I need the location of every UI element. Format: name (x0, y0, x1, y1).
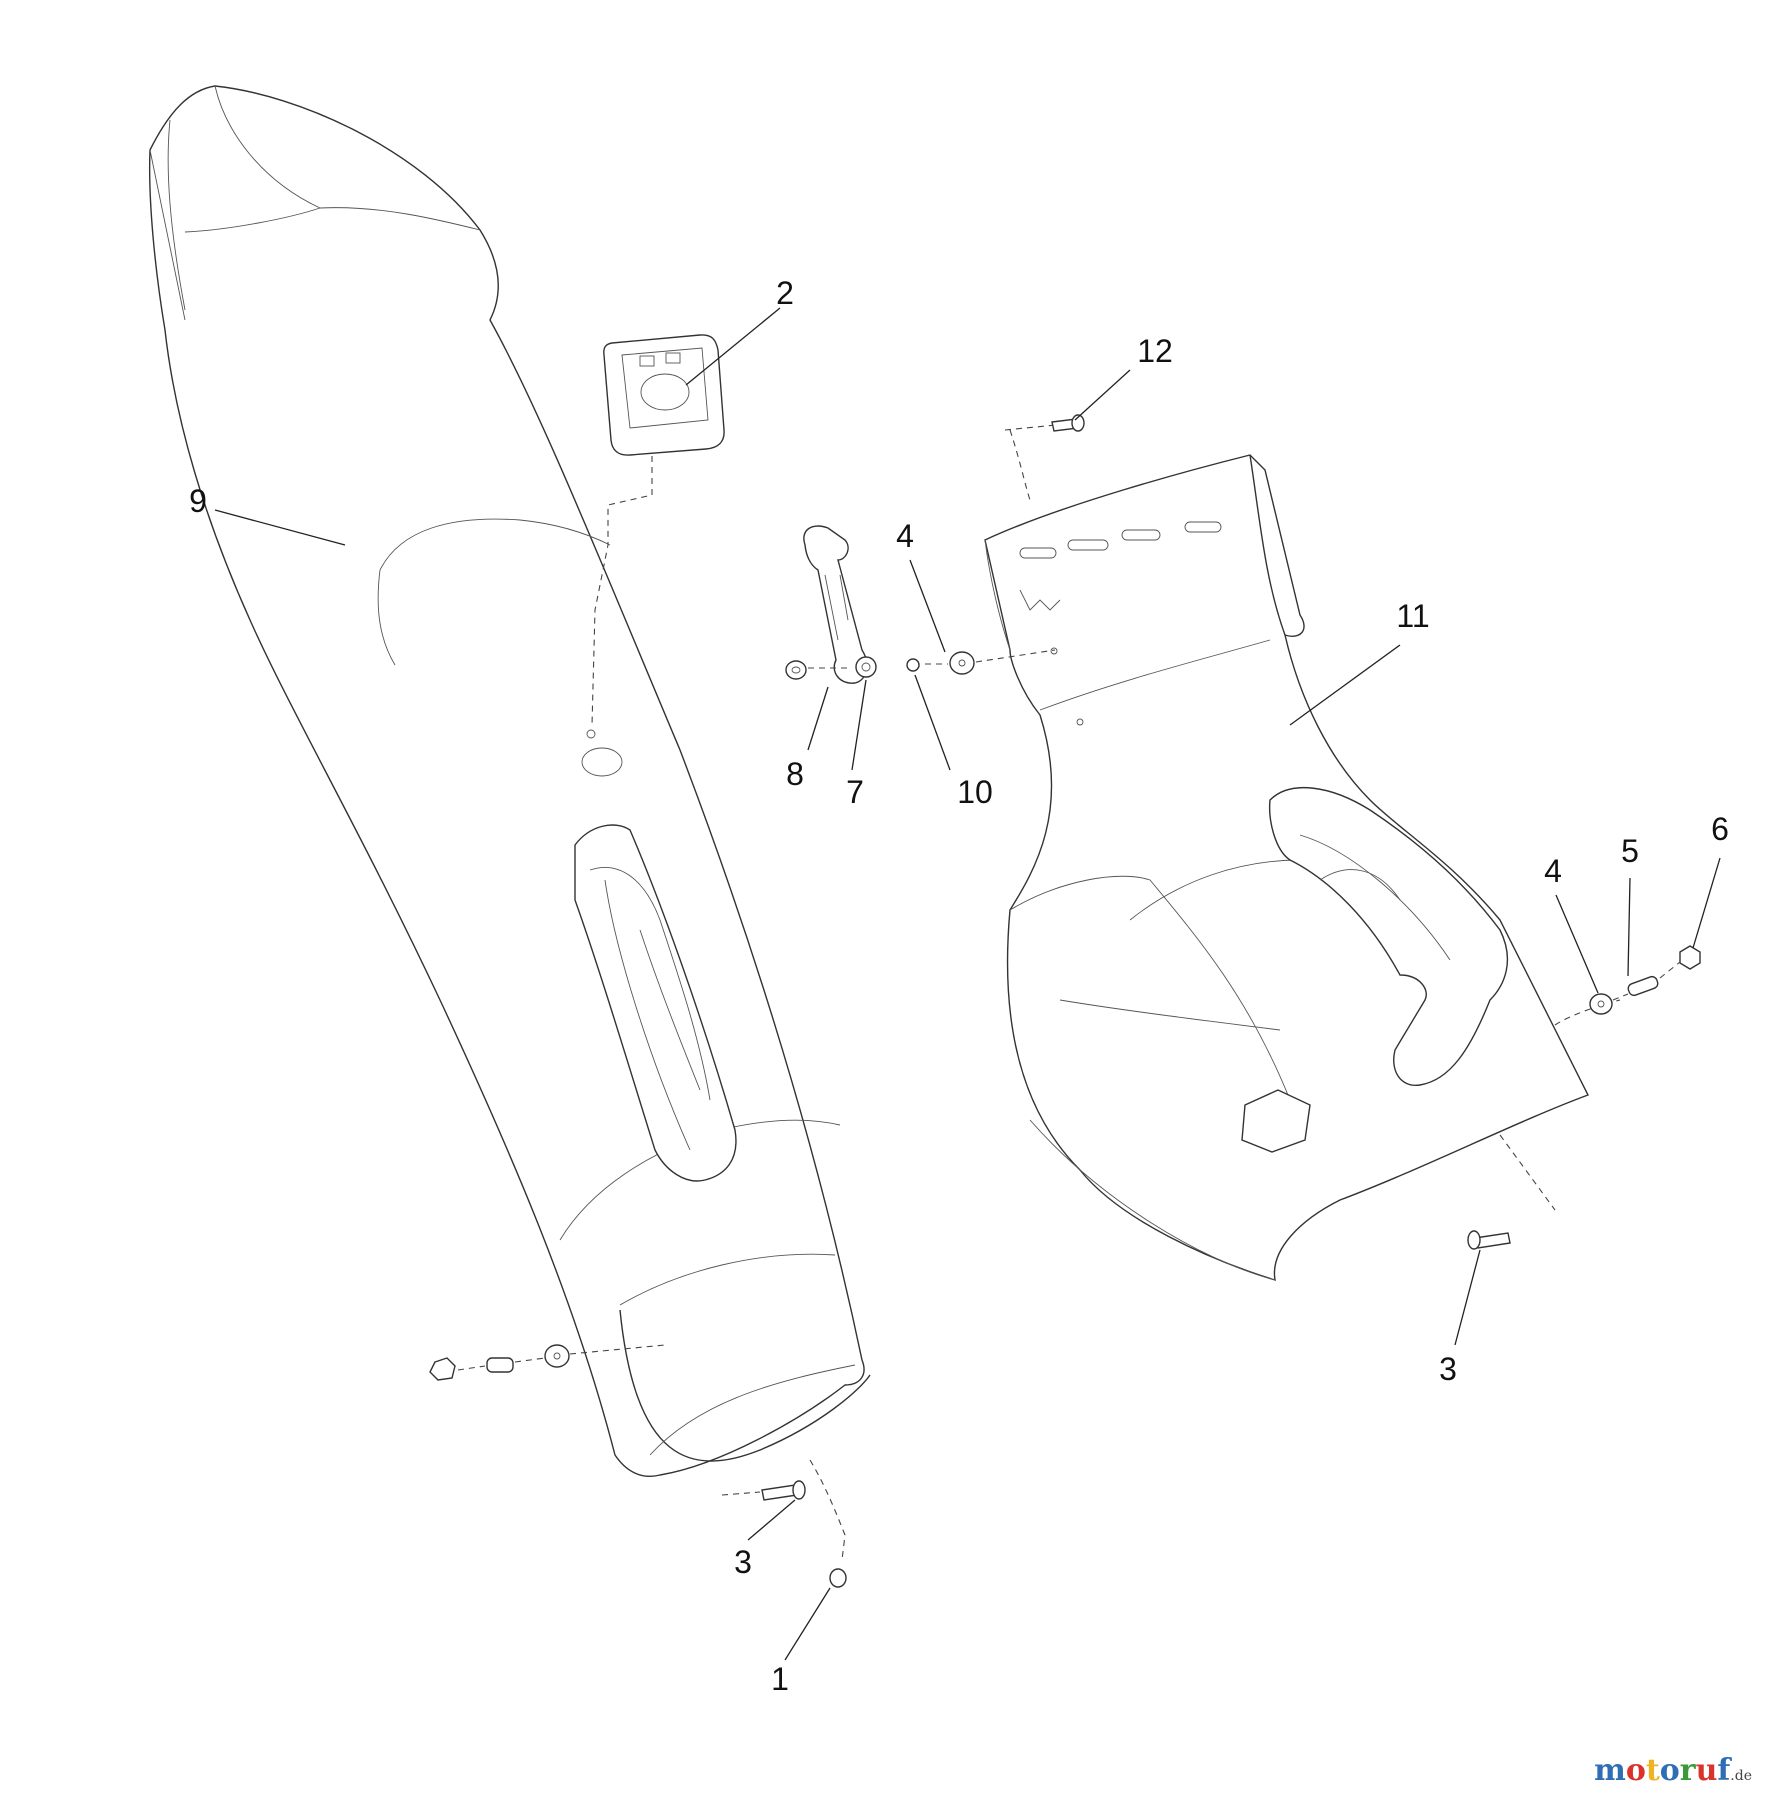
switch-plate-part-2 (591, 334, 725, 726)
blower-tube-part-9 (148, 85, 871, 1477)
lever-assembly-parts-4-7-8-10 (785, 525, 1056, 684)
watermark-letter: f (1717, 1753, 1731, 1788)
callout-11: 11 (1396, 598, 1429, 634)
watermark-letter: t (1645, 1753, 1660, 1788)
callout-9: 9 (189, 483, 207, 519)
watermark-letter: m (1594, 1753, 1626, 1788)
callout-12: 12 (1137, 333, 1173, 369)
watermark-suffix: .de (1730, 1768, 1752, 1784)
callout-5: 5 (1621, 833, 1639, 869)
callout-labels: 2 12 9 4 11 8 7 10 6 5 4 3 3 1 (189, 275, 1729, 1697)
screws-parts-1-3-12 (721, 414, 1511, 1588)
callout-3-right: 3 (1439, 1351, 1457, 1387)
motoruf-watermark-logo: motoruf.de (1594, 1753, 1752, 1788)
callout-7: 7 (846, 774, 864, 810)
callout-10: 10 (957, 774, 993, 810)
elbow-tube-part-11 (984, 424, 1621, 1282)
callout-1: 1 (771, 1661, 789, 1697)
callout-6: 6 (1711, 811, 1729, 847)
callout-3-left: 3 (734, 1544, 752, 1580)
watermark-letter: r (1679, 1753, 1696, 1788)
watermark-letter: u (1695, 1753, 1718, 1788)
callout-8: 8 (786, 756, 804, 792)
watermark-letter: o (1659, 1753, 1680, 1788)
callout-4-upper: 4 (896, 518, 914, 554)
left-hardware (429, 1344, 666, 1381)
callout-2: 2 (776, 275, 794, 311)
leader-lines (214, 307, 1721, 1661)
watermark-letter: o (1625, 1753, 1646, 1788)
callout-4-lower: 4 (1544, 853, 1562, 889)
right-hardware-parts-4-5-6 (1589, 945, 1701, 1015)
